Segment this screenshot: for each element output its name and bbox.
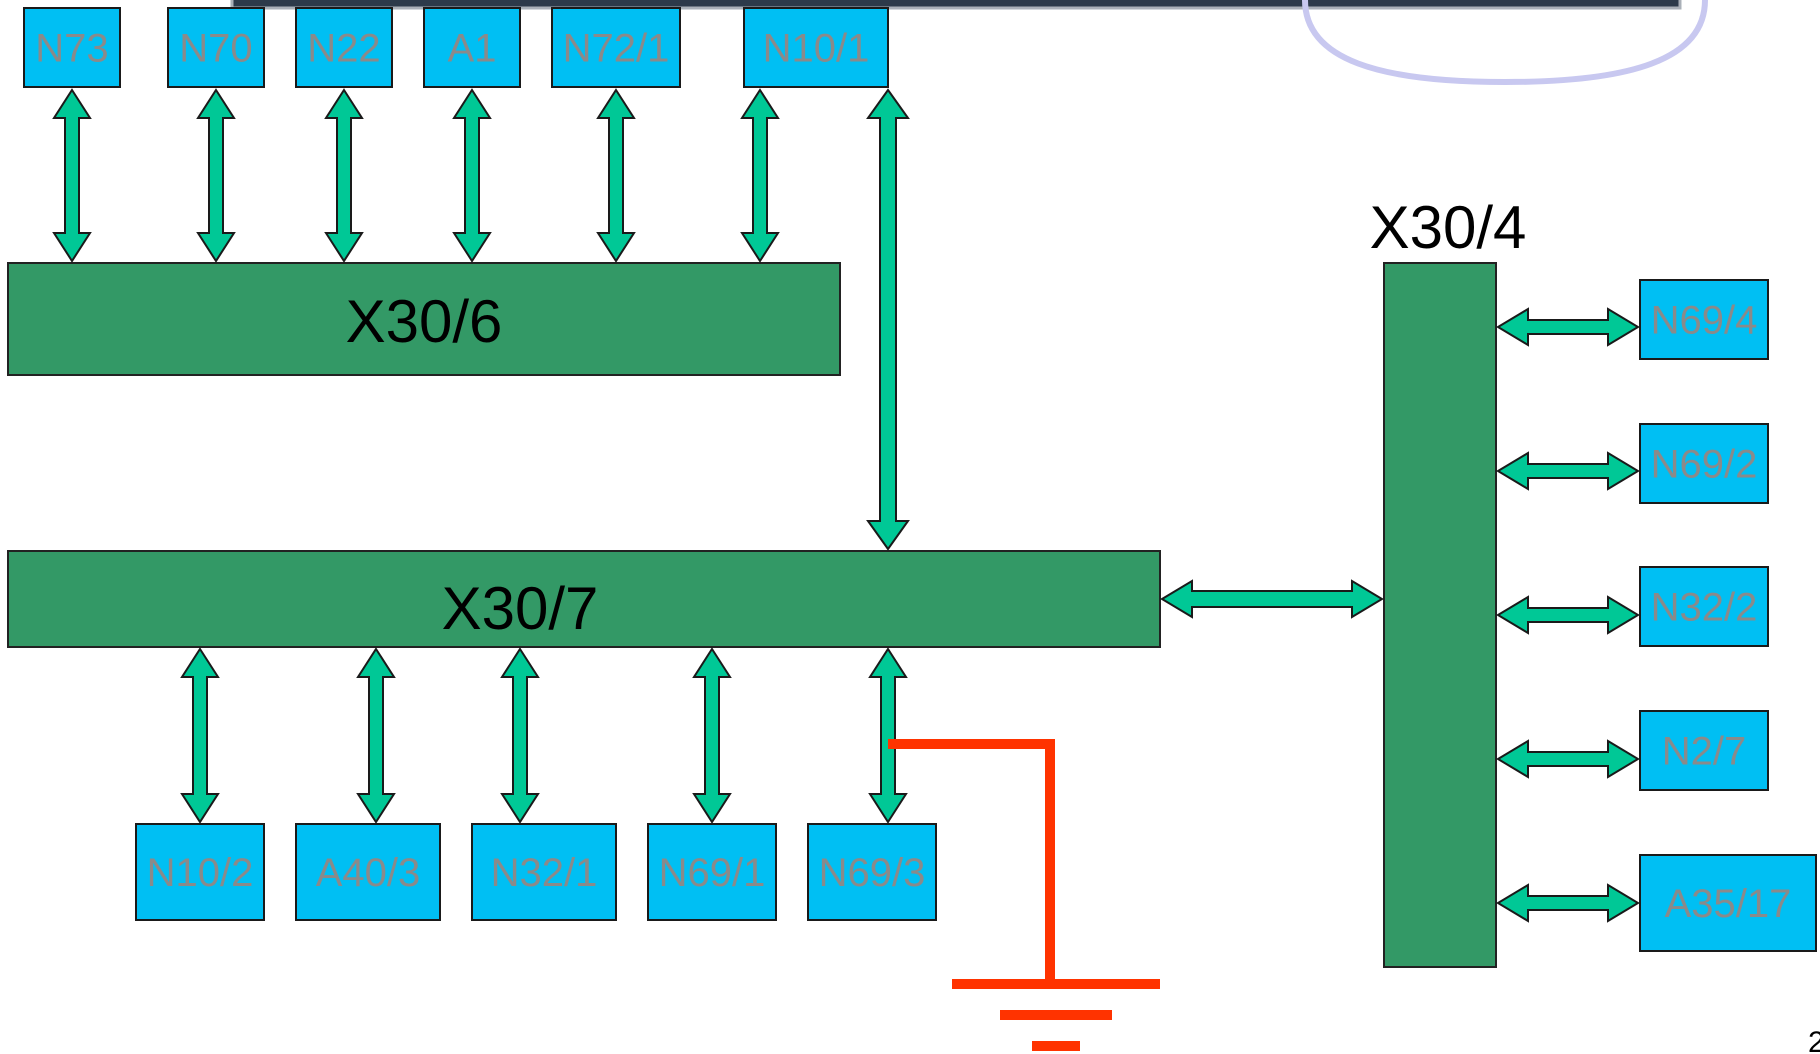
bus-x30-4: X30/4 [1370, 194, 1527, 968]
node-n22: N22 [295, 7, 393, 88]
node-n70-label: N70 [179, 27, 252, 71]
node-n22-label: N22 [307, 27, 380, 71]
node-a40-3-label: A40/3 [316, 851, 421, 895]
node-a1-label: A1 [448, 27, 497, 71]
node-n32-2-box [1639, 566, 1769, 647]
node-a1: A1 [423, 7, 521, 88]
arrow-bottom-1 [180, 647, 220, 824]
node-n69-2: N69/2 [1639, 423, 1769, 504]
node-n10-2-box [135, 823, 265, 921]
node-n32-2: N32/2 [1639, 566, 1769, 647]
node-n70: N70 [167, 7, 265, 88]
node-a1-box [423, 7, 521, 88]
node-n22-box [295, 7, 393, 88]
arrow-right-5 [1496, 883, 1640, 923]
node-n73: N73 [23, 7, 121, 88]
node-a35-17-label: A35/17 [1665, 882, 1792, 926]
node-n32-2-label: N32/2 [1651, 586, 1758, 630]
node-n10-2-label: N10/2 [147, 851, 254, 895]
node-a40-3: A40/3 [295, 823, 441, 921]
arrow-bottom-2 [356, 647, 396, 824]
bus-x30-7-label: X30/7 [442, 575, 599, 642]
arrow-bottom-4 [692, 647, 732, 824]
connector-arrows [52, 88, 1640, 923]
arrow-bottom-5 [868, 647, 908, 824]
node-a35-17: A35/17 [1639, 854, 1817, 952]
arrow-right-4 [1496, 739, 1640, 779]
node-n10-1-box [743, 7, 889, 88]
node-n10-1: N10/1 [743, 7, 889, 88]
node-a35-17-box [1639, 854, 1817, 952]
node-n69-3-box [807, 823, 937, 921]
node-n69-4: N69/4 [1639, 279, 1769, 360]
arrow-top-6 [740, 88, 780, 263]
node-n10-2: N10/2 [135, 823, 265, 921]
node-n32-1-box [471, 823, 617, 921]
page-number: 2 [1808, 1026, 1820, 1054]
highlight-ellipse [1302, 0, 1708, 86]
arrow-n10-1-x30-7 [866, 88, 910, 551]
node-n69-4-box [1639, 279, 1769, 360]
bus-x30-7-box [7, 550, 1161, 648]
node-n32-1-label: N32/1 [491, 851, 598, 895]
arrow-right-1 [1496, 307, 1640, 347]
node-n69-4-label: N69/4 [1651, 299, 1758, 343]
bus-x30-6: X30/6 [7, 262, 841, 376]
bus-x30-7: X30/7 [7, 550, 1161, 648]
node-n2-7-label: N2/7 [1662, 730, 1747, 774]
node-a40-3-box [295, 823, 441, 921]
top-image-strip [230, 0, 1682, 10]
node-n69-3-label: N69/3 [819, 851, 926, 895]
arrow-top-4 [452, 88, 492, 263]
bus-x30-4-label: X30/4 [1370, 194, 1527, 261]
node-n72-1-label: N72/1 [563, 27, 670, 71]
node-n69-1-box [647, 823, 777, 921]
node-n72-1-box [551, 7, 681, 88]
node-n69-3: N69/3 [807, 823, 937, 921]
node-n69-1-label: N69/1 [659, 851, 766, 895]
node-n73-label: N73 [35, 27, 108, 71]
arrow-bottom-3 [500, 647, 540, 824]
arrow-x30-7-x30-4 [1160, 579, 1384, 619]
node-n73-box [23, 7, 121, 88]
node-n72-1: N72/1 [551, 7, 681, 88]
bus-x30-6-box [7, 262, 841, 376]
node-n69-1: N69/1 [647, 823, 777, 921]
node-n2-7-box [1639, 710, 1769, 791]
arrow-top-1 [52, 88, 92, 263]
bus-x30-4-box [1383, 262, 1497, 968]
node-n10-1-label: N10/1 [763, 27, 870, 71]
arrow-right-3 [1496, 595, 1640, 635]
node-n69-2-label: N69/2 [1651, 443, 1758, 487]
arrow-right-2 [1496, 451, 1640, 491]
bus-x30-6-label: X30/6 [346, 288, 503, 355]
node-n2-7: N2/7 [1639, 710, 1769, 791]
node-n32-1: N32/1 [471, 823, 617, 921]
ground-symbol [888, 739, 1160, 1051]
arrow-top-2 [196, 88, 236, 263]
node-n69-2-box [1639, 423, 1769, 504]
arrow-top-5 [596, 88, 636, 263]
node-n70-box [167, 7, 265, 88]
ground-wire [888, 739, 1055, 982]
arrow-top-3 [324, 88, 364, 263]
